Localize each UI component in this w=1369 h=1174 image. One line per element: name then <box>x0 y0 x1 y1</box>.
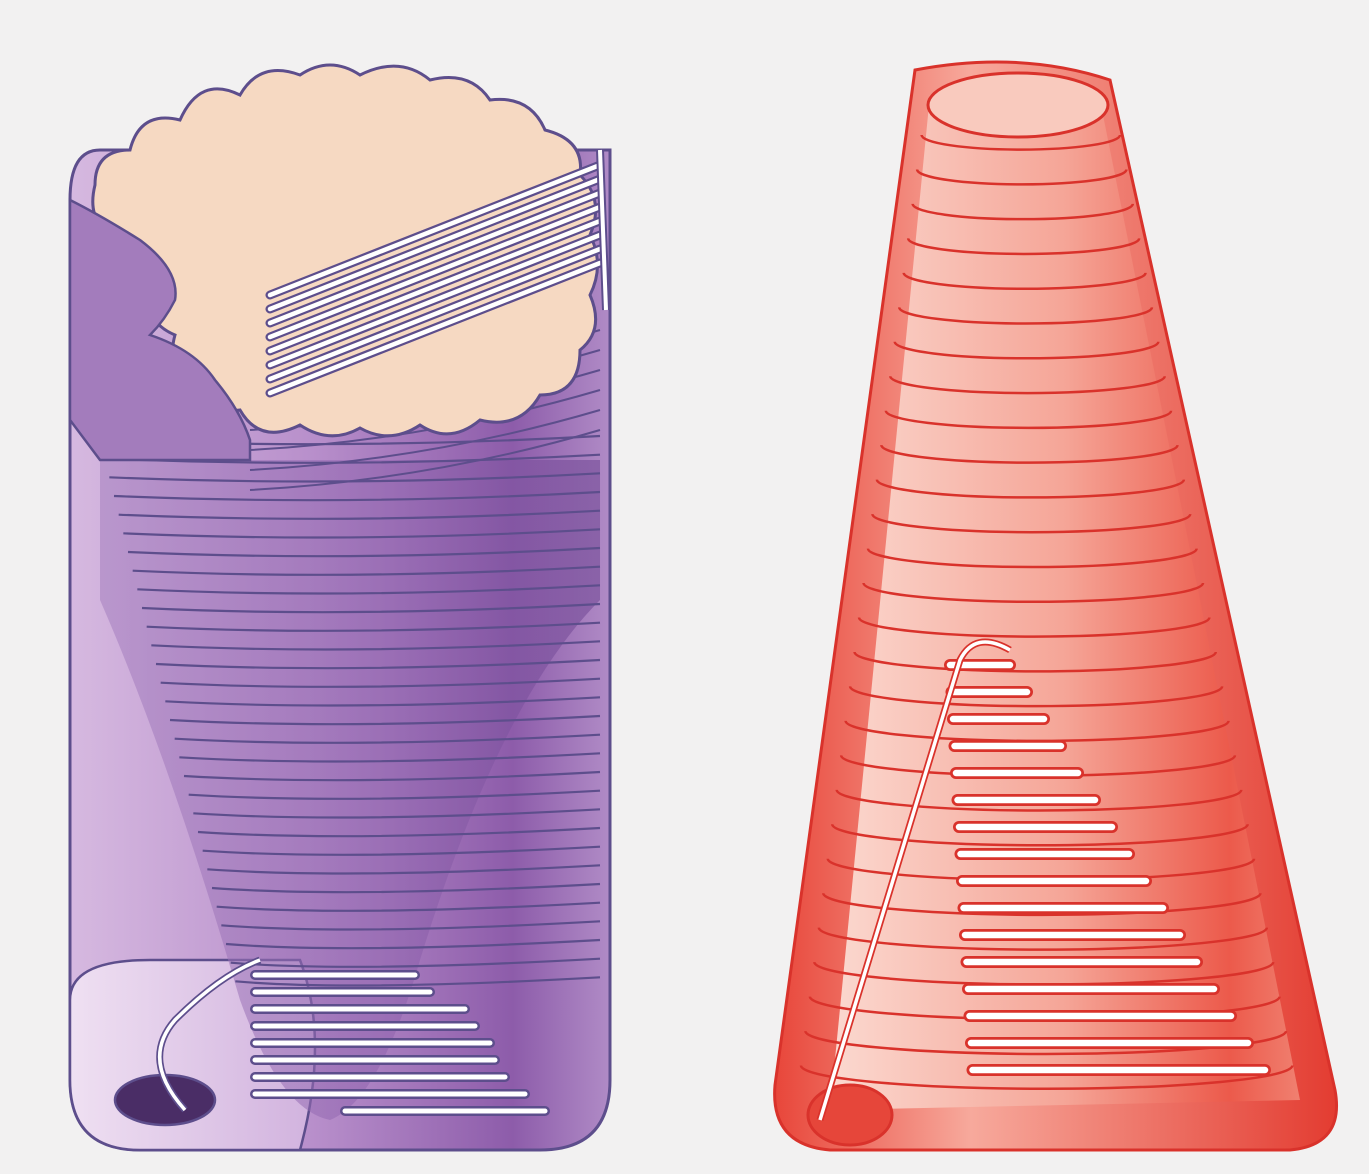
cone-top-face <box>928 73 1108 137</box>
rod-outer-segment <box>70 65 610 1150</box>
cone-outer-segment <box>775 62 1337 1150</box>
